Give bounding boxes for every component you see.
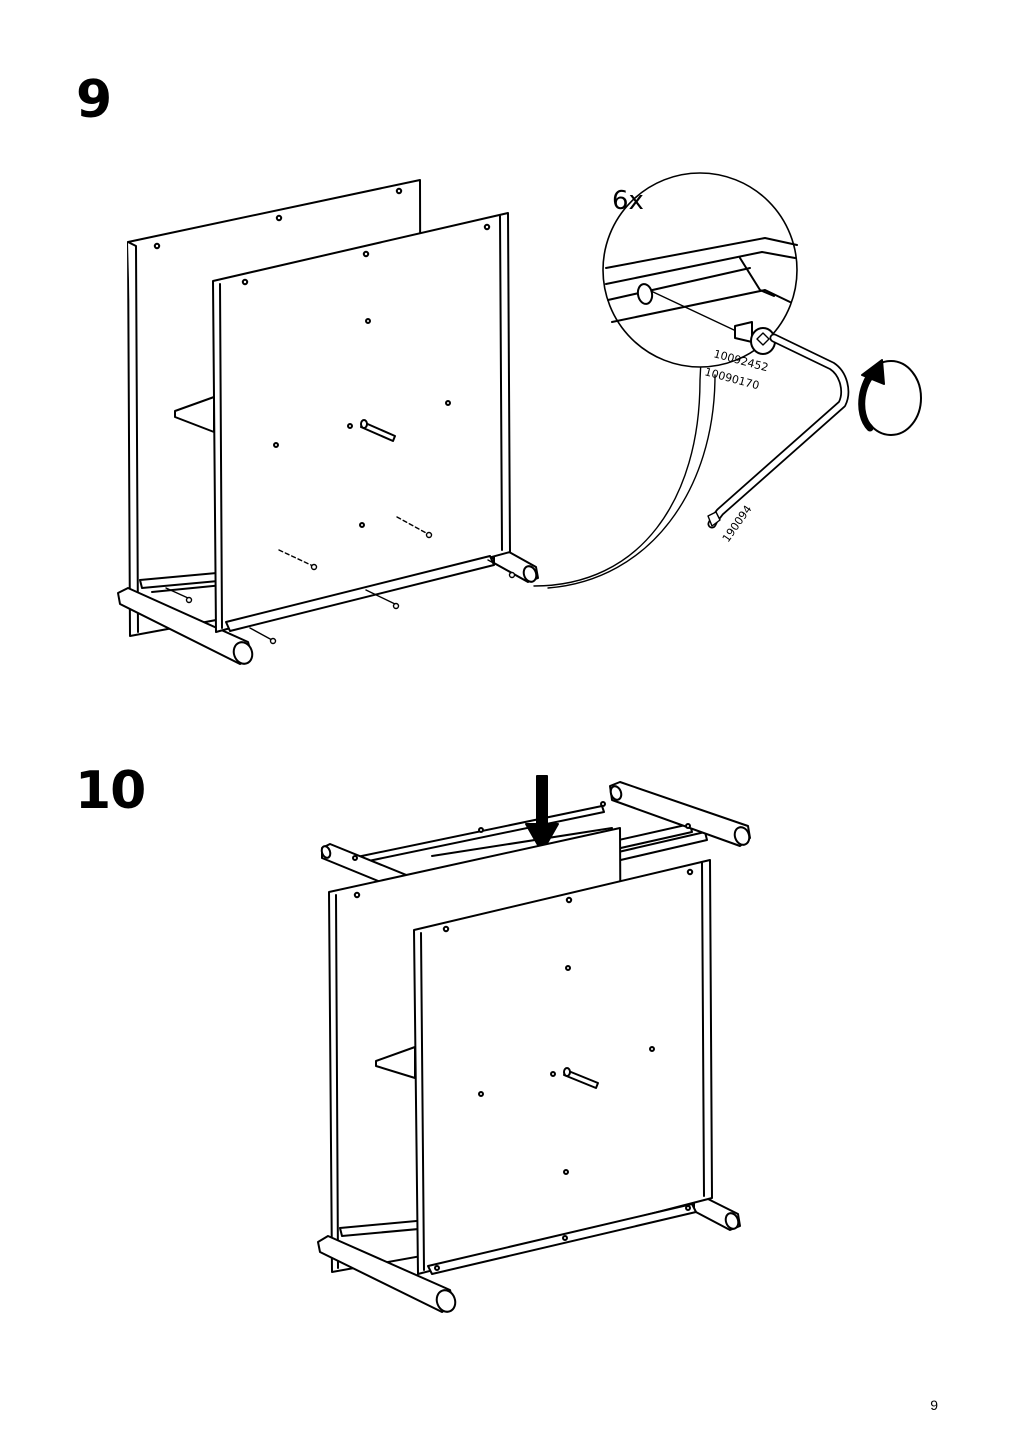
- left-foot: [117, 587, 254, 665]
- hex-key: [707, 333, 850, 529]
- rotation-arrow: [858, 359, 922, 436]
- step-9-number: 9: [76, 70, 112, 130]
- front-panel: [212, 212, 511, 633]
- step-10-number: 10: [75, 761, 146, 821]
- screw-markers: [165, 516, 516, 645]
- base-rail-front: [225, 555, 495, 632]
- step-10-illustration: [317, 775, 751, 1313]
- down-arrow: [525, 775, 559, 853]
- detail-callout: [602, 172, 798, 368]
- callout-lines: [533, 339, 716, 589]
- step-9-illustration: [117, 172, 922, 665]
- quantity-label: 6x: [612, 186, 644, 216]
- front-panel-10: [413, 859, 713, 1275]
- page-number: 9: [930, 1397, 938, 1413]
